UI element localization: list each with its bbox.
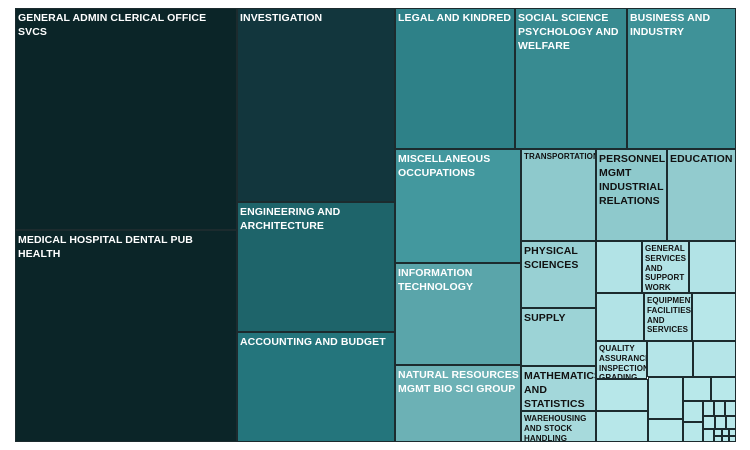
treemap-tile: [711, 377, 736, 401]
treemap-tile: [703, 401, 714, 416]
treemap-tile-label: MEDICAL HOSPITAL DENTAL PUB HEALTH: [18, 234, 193, 260]
treemap-tile: WAREHOUSING AND STOCK HANDLING: [521, 411, 596, 442]
treemap-tile: [722, 436, 729, 442]
treemap-tile-label: TRANSPORTATION: [524, 152, 596, 161]
treemap-tile-label: PHYSICAL SCIENCES: [524, 245, 579, 271]
treemap-tile: MISCELLANEOUS OCCUPATIONS: [395, 149, 521, 263]
treemap-tile-label: BUSINESS AND INDUSTRY: [630, 12, 711, 38]
treemap-tile-label: SUPPLY: [524, 312, 566, 324]
treemap-tile: MATHEMATICS AND STATISTICS: [521, 366, 596, 411]
treemap-tile: [692, 293, 736, 341]
treemap-tile: [596, 241, 642, 293]
treemap-tile-label: MATHEMATICS AND STATISTICS: [524, 370, 596, 410]
treemap-tile: GENERAL ADMIN CLERICAL OFFICE SVCS: [15, 8, 237, 230]
treemap-tile: TRANSPORTATION: [521, 149, 596, 241]
treemap-tile: [715, 416, 726, 429]
treemap-tile: PERSONNEL MGMT INDUSTRIAL RELATIONS: [596, 149, 667, 241]
treemap-tile: [703, 416, 715, 429]
treemap-tile: [726, 416, 736, 429]
treemap-tile: NATURAL RESOURCES MGMT BIO SCI GROUP: [395, 365, 521, 442]
treemap-tile-label: GENERAL ADMIN CLERICAL OFFICE SVCS: [18, 12, 207, 38]
treemap-tile: EQUIPMENT FACILITIES AND SERVICES: [644, 293, 692, 341]
treemap-tile-label: GENERAL SERVICES AND SUPPORT WORK: [645, 244, 687, 293]
treemap-tile-label: ENGINEERING AND ARCHITECTURE: [240, 206, 341, 232]
treemap-tile: [703, 429, 714, 442]
treemap-tile: [729, 429, 736, 436]
treemap-tile: [596, 379, 648, 411]
treemap-tile: MEDICAL HOSPITAL DENTAL PUB HEALTH: [15, 230, 237, 442]
treemap-tile: ACCOUNTING AND BUDGET: [237, 332, 395, 442]
treemap-tile: INFORMATION TECHNOLOGY: [395, 263, 521, 365]
treemap-tile-label: PERSONNEL MGMT INDUSTRIAL RELATIONS: [599, 153, 666, 207]
treemap-tile: [683, 422, 703, 442]
treemap-tile: [725, 401, 736, 416]
treemap-tile: [714, 401, 725, 416]
treemap-tile-label: LEGAL AND KINDRED: [398, 12, 512, 24]
treemap-tile: [648, 377, 683, 419]
treemap-tile: SUPPLY: [521, 308, 596, 366]
treemap-tile: EDUCATION: [667, 149, 736, 241]
treemap-tile-label: MISCELLANEOUS OCCUPATIONS: [398, 153, 491, 179]
treemap-tile-label: EDUCATION: [670, 153, 733, 165]
treemap-tile-label: SOCIAL SCIENCE PSYCHOLOGY AND WELFARE: [518, 12, 619, 52]
treemap-tile: SOCIAL SCIENCE PSYCHOLOGY AND WELFARE: [515, 8, 627, 149]
treemap-tile: LEGAL AND KINDRED: [395, 8, 515, 149]
treemap-tile: [729, 436, 736, 442]
treemap-tile-label: QUALITY ASSURANCE INSPECTION GRADING: [599, 344, 647, 379]
treemap-tile: [689, 241, 736, 293]
treemap-tile: GENERAL SERVICES AND SUPPORT WORK: [642, 241, 689, 293]
treemap-tile: BUSINESS AND INDUSTRY: [627, 8, 736, 149]
treemap-tile-label: INVESTIGATION: [240, 12, 323, 24]
treemap-tile: [648, 419, 683, 442]
treemap-tile-label: EQUIPMENT FACILITIES AND SERVICES: [647, 296, 692, 335]
treemap-tile: [683, 401, 703, 422]
treemap-tile: [683, 377, 711, 401]
treemap-tile-label: ACCOUNTING AND BUDGET: [240, 336, 386, 348]
treemap-tile: INVESTIGATION: [237, 8, 395, 202]
treemap-tile: QUALITY ASSURANCE INSPECTION GRADING: [596, 341, 647, 379]
treemap-tile: [714, 429, 722, 436]
treemap-tile: ENGINEERING AND ARCHITECTURE: [237, 202, 395, 332]
treemap-tile-label: INFORMATION TECHNOLOGY: [398, 267, 474, 293]
treemap-tile: [596, 293, 644, 341]
treemap-tile-label: WAREHOUSING AND STOCK HANDLING: [524, 414, 587, 442]
treemap-tile: [693, 341, 736, 377]
treemap-tile: [647, 341, 693, 377]
treemap-tile: [596, 411, 648, 442]
treemap-tile-label: NATURAL RESOURCES MGMT BIO SCI GROUP: [398, 369, 519, 395]
treemap-tile: [714, 436, 722, 442]
treemap-tile: PHYSICAL SCIENCES: [521, 241, 596, 308]
treemap-tile: [722, 429, 729, 436]
